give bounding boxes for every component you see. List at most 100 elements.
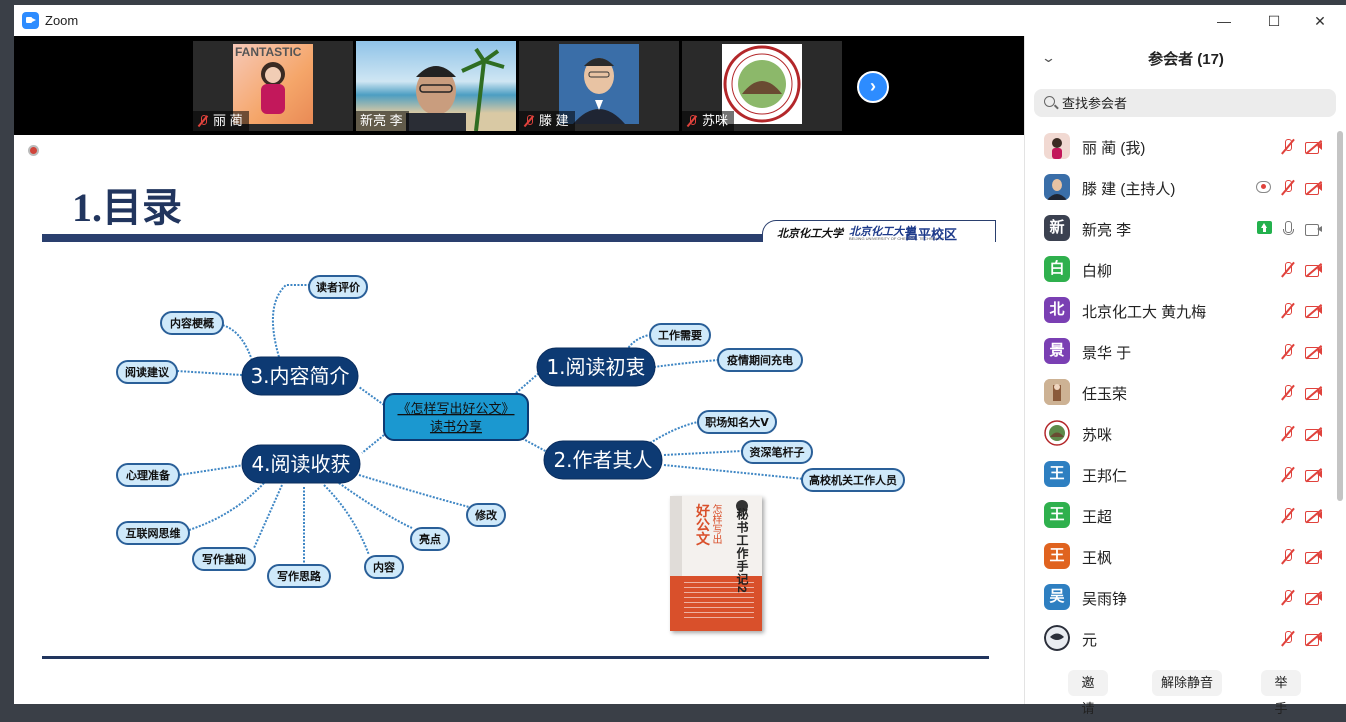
book-title-small: 怎样写出 [710, 504, 721, 544]
connector [178, 464, 245, 476]
video-off-icon-lens [1317, 470, 1322, 478]
minimize-button[interactable]: — [1217, 13, 1231, 29]
participant-row[interactable]: 王 王邦仁 [1025, 454, 1335, 495]
leaf-node [801, 468, 905, 492]
video-thumb-1[interactable]: FANTASTIC 丽 蔺 [193, 41, 353, 131]
video-off-icon-lens [1317, 265, 1322, 273]
participant-list-scrollbar[interactable] [1337, 131, 1343, 501]
participant-row[interactable]: 王 王枫 [1025, 536, 1335, 577]
avatar: 王 [1044, 543, 1070, 569]
slide-title: 1.目录 [72, 185, 182, 230]
video-thumb-3[interactable]: 滕 建 [519, 41, 679, 131]
participant-row[interactable]: 王 王超 [1025, 495, 1335, 536]
avatar [1044, 133, 1070, 159]
leaf-label: 亮点 [419, 532, 441, 546]
participant-row[interactable]: 丽 蔺 (我) [1025, 126, 1335, 167]
mic-muted-icon[interactable] [1279, 384, 1297, 402]
leaf-label: 职场知名大V [705, 415, 769, 429]
logo-calligraphy: 北京化工大学 [777, 227, 843, 240]
raise-hand-button[interactable]: 举手 [1261, 670, 1301, 716]
video-off-icon-lens [1317, 593, 1322, 601]
mic-muted-icon[interactable] [1279, 630, 1297, 648]
mic-muted-icon[interactable] [1279, 179, 1297, 197]
avatar [1044, 174, 1070, 200]
next-videos-button[interactable]: › [857, 71, 889, 103]
participant-name: 景华 于 [1082, 345, 1132, 362]
video-thumb-4[interactable]: 苏咪 [682, 41, 842, 131]
mic-muted-icon[interactable] [1279, 261, 1297, 279]
video-thumbnail-strip: FANTASTIC 丽 蔺 新亮 李 滕 建 [14, 36, 1024, 135]
mic-muted-icon[interactable] [1279, 138, 1297, 156]
shared-screen: 1.目录 北京化工大学 北京化工大学 BEIJING UNIVERSITY OF… [14, 135, 1024, 704]
branch-node-3 [241, 356, 359, 396]
university-logo: 北京化工大学 北京化工大学 BEIJING UNIVERSITY OF CHEM… [762, 220, 996, 242]
mic-muted-icon [523, 115, 535, 127]
video-thumb-2[interactable]: 新亮 李 [356, 41, 516, 131]
avatar [1044, 379, 1070, 405]
participant-row[interactable]: 吴 吴雨铮 [1025, 577, 1335, 618]
participant-row[interactable]: 北 北京化工大 黄九梅 [1025, 290, 1335, 331]
book-title-big: 好公文 [696, 503, 710, 547]
participant-row[interactable]: 新 新亮 李 [1025, 208, 1335, 249]
maximize-button[interactable]: ☐ [1267, 13, 1281, 29]
video-off-icon-lens [1317, 306, 1322, 314]
participant-name: 新亮 李 [1082, 222, 1132, 239]
connector [653, 359, 719, 368]
avatar: 白 [1044, 256, 1070, 282]
leaf-label: 互联网思维 [126, 526, 181, 540]
cloud-record-icon [1256, 181, 1271, 193]
connector [253, 484, 283, 549]
leaf-label: 高校机关工作人员 [809, 473, 897, 487]
mindmap-diagram: 《怎样写出好公文》 读书分享 1.阅读初衷 2.作者其人 3.内容简介 4.阅读… [116, 275, 905, 588]
collapse-chevron-icon[interactable]: ⌄ [1040, 50, 1057, 65]
participant-name: 王超 [1082, 509, 1113, 526]
mic-muted-icon[interactable] [1279, 343, 1297, 361]
mic-muted-icon[interactable] [1279, 548, 1297, 566]
thumb-name: 丽 蔺 [213, 113, 243, 128]
participant-row[interactable]: 白 白柳 [1025, 249, 1335, 290]
mic-muted-icon[interactable] [1279, 425, 1297, 443]
mic-icon[interactable] [1279, 220, 1297, 238]
leaf-node [697, 410, 777, 434]
logo-campus: 昌平校区 [905, 227, 958, 242]
leaf-node [466, 503, 506, 527]
thumb-name-tag: 苏咪 [682, 111, 735, 131]
zoom-app-icon [22, 12, 39, 29]
participant-row[interactable]: 滕 建 (主持人) [1025, 167, 1335, 208]
logo-subtext: BEIJING UNIVERSITY OF CHEMICAL TECHNOLOG… [849, 236, 947, 241]
connector [323, 484, 370, 556]
connector [361, 434, 385, 454]
thumb-name: 新亮 李 [360, 113, 403, 128]
leaf-node [308, 275, 368, 299]
video-off-icon-lens [1317, 429, 1322, 437]
participant-row[interactable]: 景 景华 于 [1025, 331, 1335, 372]
branch-label-2: 2.作者其人 [553, 448, 652, 472]
mic-muted-icon[interactable] [1279, 507, 1297, 525]
thumb-name-tag: 滕 建 [519, 111, 575, 131]
unmute-all-button[interactable]: 解除静音 [1152, 670, 1222, 696]
close-button[interactable]: ✕ [1314, 13, 1326, 29]
avatar: 王 [1044, 502, 1070, 528]
participant-row[interactable]: 任玉荣 [1025, 372, 1335, 413]
logo-name: 北京化工大学 [849, 225, 915, 238]
participant-photo [722, 44, 802, 124]
leaf-label: 阅读建议 [125, 365, 170, 379]
mic-muted-icon[interactable] [1279, 589, 1297, 607]
leaf-label: 内容 [373, 560, 395, 574]
leaf-node [116, 521, 190, 545]
mic-muted-icon[interactable] [1279, 466, 1297, 484]
leaf-label: 读者评价 [316, 280, 361, 294]
mic-muted-icon[interactable] [1279, 302, 1297, 320]
leaf-node [410, 527, 450, 551]
participant-row[interactable]: 元 [1025, 618, 1335, 654]
leaf-node [116, 463, 180, 487]
participant-row[interactable]: 苏咪 [1025, 413, 1335, 454]
avatar: 吴 [1044, 584, 1070, 610]
invite-button[interactable]: 邀请 [1068, 670, 1108, 716]
title-bar: Zoom — ☐ ✕ [14, 5, 1346, 36]
video-icon[interactable] [1305, 220, 1323, 238]
leaf-node [649, 323, 711, 347]
search-input[interactable] [1062, 94, 1322, 112]
avatar: 北 [1044, 297, 1070, 323]
book-cover-text-lines [684, 582, 754, 618]
